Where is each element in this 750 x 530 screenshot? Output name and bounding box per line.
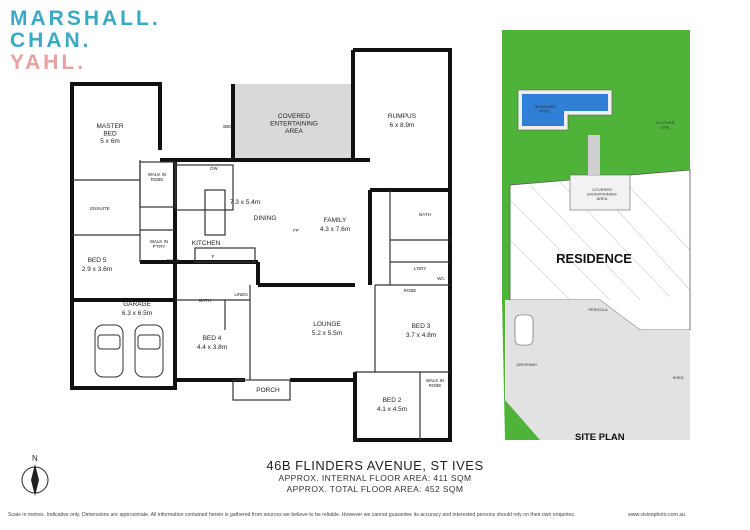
path	[588, 135, 600, 175]
bath-small-label: BATH	[199, 298, 211, 303]
rumpus-name: RUMPUS	[388, 113, 417, 120]
bed4-size: 4.4 x 3.8m	[197, 344, 227, 351]
website-link[interactable]: www.visionphoto.com.au	[628, 512, 686, 518]
fp-label: FP	[293, 228, 299, 233]
bed3-size: 3.7 x 4.8m	[406, 332, 436, 339]
lounge-name: LOUNGE	[313, 321, 341, 328]
north-label: N	[32, 454, 38, 463]
cupd-label: CUPD	[167, 258, 181, 263]
internal-floor-area: APPROX. INTERNAL FLOOR AREA: 411 SQM	[278, 473, 472, 483]
bbq-label: BBQ	[223, 124, 233, 129]
family-name: FAMILY	[324, 217, 347, 224]
bed3-name: BED 3	[412, 323, 431, 330]
kitchen-label: KITCHEN	[192, 240, 221, 247]
logo: MARSHALL. CHAN. YAHL.	[10, 8, 161, 74]
pergola-label: PERGOLA	[588, 307, 608, 312]
wc-label: WC	[437, 276, 445, 281]
swimming-pool	[522, 94, 608, 126]
bath-label: BATH	[419, 212, 431, 217]
logo-line-2: CHAN.	[10, 29, 92, 52]
porch-label: PORCH	[256, 387, 280, 394]
rumpus-size: 6 x 8.9m	[390, 122, 415, 129]
ensuite-label: ENSUITE	[90, 206, 110, 211]
f-label: F	[212, 254, 215, 259]
bed4-name: BED 4	[203, 335, 222, 342]
site-car	[514, 314, 534, 346]
interior-walls	[72, 160, 450, 440]
shed-label: SHED	[672, 375, 683, 380]
north-arrow-icon: N	[21, 454, 49, 496]
bed5-size: 2.9 x 3.6m	[82, 266, 112, 273]
logo-line-3: YAHL.	[10, 51, 87, 74]
bed5-name: BED 5	[88, 257, 107, 264]
garage-size: 6.3 x 6.5m	[122, 310, 152, 317]
total-floor-area: APPROX. TOTAL FLOOR AREA: 452 SQM	[286, 484, 464, 494]
bed2-size: 4.1 x 4.5m	[377, 406, 407, 413]
linen-label: LINEN	[234, 292, 247, 297]
covered-entertaining-fill	[235, 84, 353, 162]
site-plan-title: SITE PLAN	[575, 432, 625, 443]
dining-name: DINING	[254, 215, 277, 222]
driveway-area	[505, 300, 690, 440]
garage-cars	[94, 324, 164, 378]
disclaimer: Scale in metres. Indicative only. Dimens…	[8, 512, 576, 518]
laundry-label: L'DRY	[414, 266, 427, 271]
residence-label: RESIDENCE	[556, 251, 632, 266]
bed2-name: BED 2	[383, 397, 402, 404]
address-line: 46B FLINDERS AVENUE, ST IVES	[266, 458, 484, 473]
lounge-size: 5.2 x 5.5m	[312, 330, 342, 337]
family-size: 4.3 x 7.6m	[320, 226, 350, 233]
logo-line-1: MARSHALL.	[10, 7, 161, 30]
address-block: 46B FLINDERS AVENUE, ST IVES APPROX. INT…	[230, 458, 520, 495]
robe-label: ROBE	[404, 288, 417, 293]
garage-name: GARAGE	[123, 301, 151, 308]
master-bed-size: 5 x 6m	[100, 138, 120, 145]
driveway-label: DRIVEWAY	[517, 362, 538, 367]
dw-label: DW	[210, 166, 218, 171]
dining-size: 7.3 x 5.4m	[230, 199, 260, 206]
